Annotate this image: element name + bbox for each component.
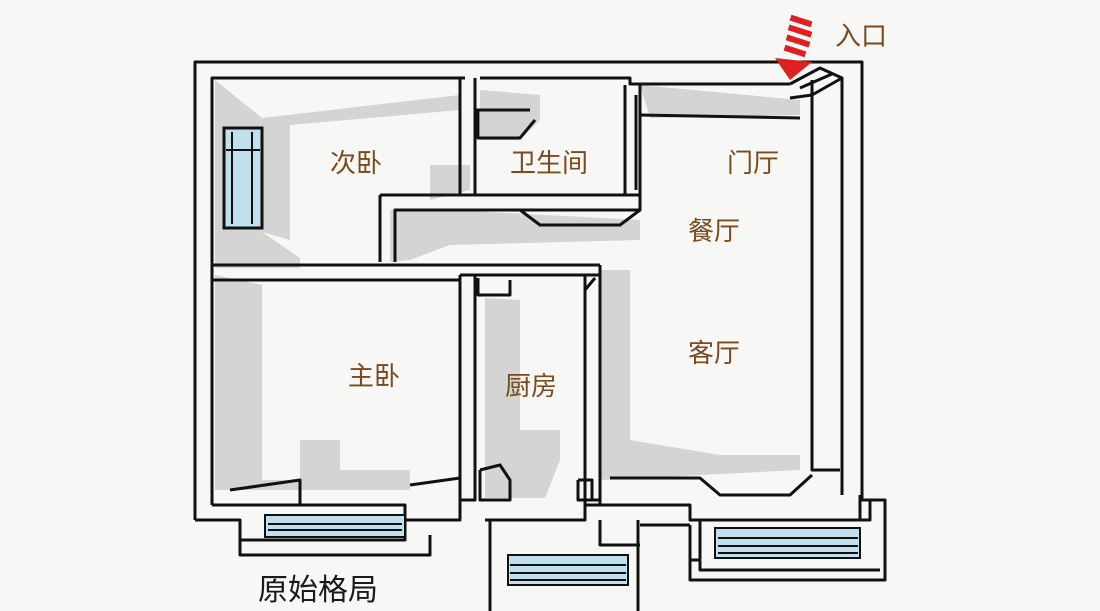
shadow-bathroom bbox=[480, 90, 540, 140]
entrance-label: 入口 bbox=[835, 22, 887, 52]
shadow-living bbox=[600, 270, 800, 480]
room-label-second-bedroom: 次卧 bbox=[330, 149, 382, 179]
window-icon bbox=[714, 527, 861, 559]
room-label-living: 客厅 bbox=[688, 339, 740, 369]
entrance-arrow-icon bbox=[775, 14, 813, 80]
shadow-corridor bbox=[390, 210, 640, 262]
window-icon bbox=[264, 514, 406, 538]
room-label-kitchen: 厨房 bbox=[505, 372, 557, 402]
floor-shadows bbox=[215, 80, 800, 498]
room-label-bathroom: 卫生间 bbox=[510, 149, 588, 179]
room-label-dining: 餐厅 bbox=[688, 217, 740, 247]
window-icon bbox=[507, 554, 629, 586]
shadow-foyer bbox=[640, 85, 800, 118]
shadow-kitchen bbox=[485, 298, 560, 498]
shadow-master bbox=[215, 275, 410, 490]
room-label-foyer: 门厅 bbox=[727, 149, 779, 179]
plan-caption: 原始格局 bbox=[258, 573, 378, 608]
room-label-master-bedroom: 主卧 bbox=[348, 362, 400, 392]
window-icon bbox=[222, 126, 264, 230]
